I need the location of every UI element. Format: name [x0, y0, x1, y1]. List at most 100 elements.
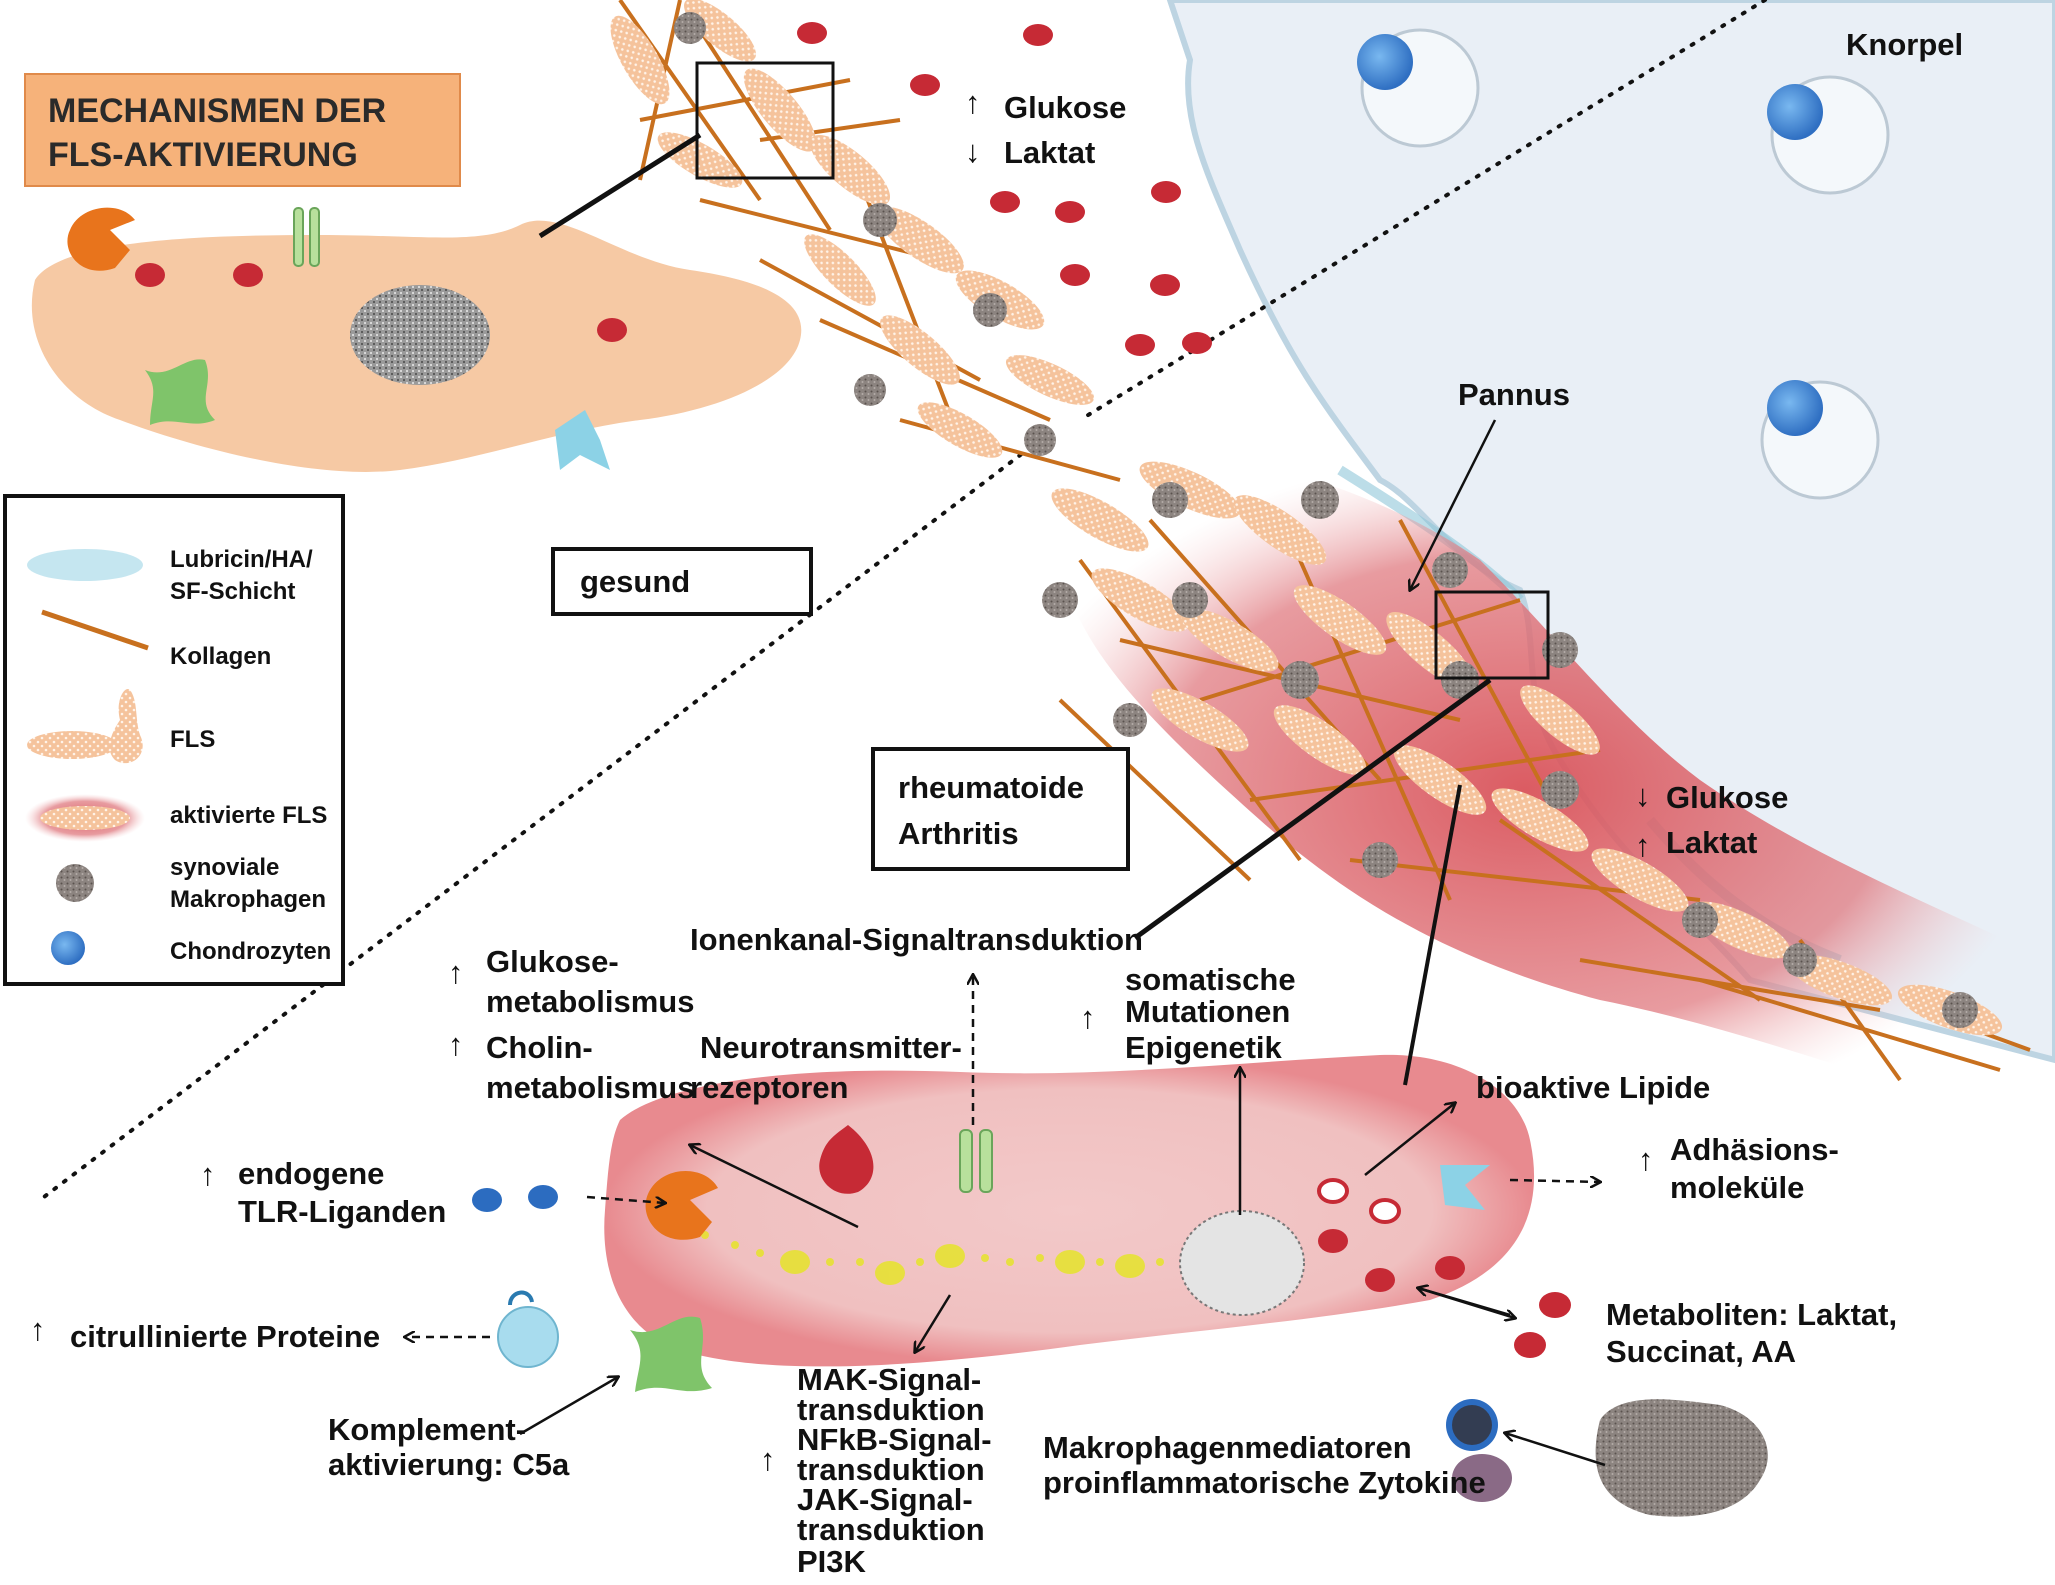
receptor-cyan-icon	[1440, 1165, 1490, 1210]
zoom-box-healthy	[695, 61, 835, 180]
arrow-metabolites-b	[1417, 1286, 1515, 1318]
arrow-adhesion	[1509, 1180, 1600, 1182]
pannus-arrow	[1410, 419, 1497, 590]
label-somatic-2: Mutationen	[1125, 994, 1290, 1029]
legend: Lubricin/HA/ SF-Schicht Kollagen FLS akt…	[3, 494, 345, 986]
label-signaling-3: NFkB-Signal-	[797, 1422, 992, 1457]
healthy-down-arrow: ↓	[965, 134, 981, 169]
fls-cell-icon	[27, 731, 117, 759]
lipid-vesicles	[1317, 1178, 1401, 1224]
legend-item-5-line2: Makrophagen	[170, 886, 326, 913]
legend-item-2: Kollagen	[170, 643, 271, 670]
chondrocyte-legend-icon	[51, 931, 85, 965]
metabolite-dots	[1514, 1292, 1571, 1358]
label-metabolites-2: Succinat, AA	[1606, 1334, 1796, 1369]
label-glucose-metab-1: Glukose-	[486, 944, 619, 979]
legend-item-3: FLS	[170, 726, 215, 753]
label-somatic-3: Epigenetik	[1125, 1030, 1283, 1065]
label-bioactive-lipids: bioaktive Lipide	[1476, 1070, 1710, 1105]
chondrocyte-icon	[1760, 380, 1880, 500]
label-knorpel: Knorpel	[1846, 27, 1963, 62]
ra-up-arrow: ↑	[1635, 828, 1651, 863]
healthy-up-arrow: ↑	[965, 85, 981, 120]
nucleus	[350, 285, 490, 385]
label-ra-line2: Arthritis	[898, 816, 1019, 851]
label-signaling-5: JAK-Signal-	[797, 1482, 973, 1517]
label-macrophage-2: proinflammatorische Zytokine	[1043, 1465, 1486, 1500]
collagen-fiber-icon	[41, 609, 149, 651]
macrophage-icon	[56, 864, 94, 902]
label-complement-1: Komplement-	[328, 1412, 526, 1447]
label-pannus: Pannus	[1458, 377, 1570, 412]
legend-item-5-line1: synoviale	[170, 854, 279, 881]
label-ion-channel: Ionenkanal-Signaltransduktion	[690, 922, 1143, 957]
zoom-connector	[538, 132, 702, 239]
title-line2: FLS-AKTIVIERUNG	[48, 136, 358, 174]
ra-lactate: Laktat	[1666, 825, 1757, 860]
title-box: MECHANISMEN DER FLS-AKTIVIERUNG	[24, 73, 461, 187]
receptor-cyan-icon	[555, 410, 610, 470]
ra-glucose: Glukose	[1666, 780, 1788, 815]
label-citrullinated: citrullinierte Proteine	[70, 1319, 380, 1354]
title-line1: MECHANISMEN DER	[48, 92, 386, 130]
label-signaling-6: transduktion	[797, 1512, 985, 1547]
label-neurotransmitter-1: Neurotransmitter-	[700, 1030, 962, 1065]
ion-channel-icon	[959, 1129, 993, 1193]
label-signaling-2: transduktion	[797, 1392, 985, 1427]
healthy-lactate: Laktat	[1004, 135, 1095, 170]
ra-down-arrow: ↓	[1635, 778, 1651, 813]
zoom-connector-ra	[1133, 677, 1492, 941]
activated-fls-cell	[604, 1054, 1535, 1392]
legend-item-4: aktivierte FLS	[170, 802, 327, 829]
arrow-ra-to-cartilage	[1403, 784, 1462, 1086]
arrow-macrophage	[1505, 1433, 1606, 1467]
label-somatic-1: somatische	[1125, 962, 1296, 997]
label-signaling-4: transduktion	[797, 1452, 985, 1487]
receptor-green-icon	[630, 1316, 712, 1392]
receptor-orange-icon	[67, 207, 135, 271]
label-signaling-7: PI3K	[797, 1544, 867, 1579]
label-macrophage-1: Makrophagenmediatoren	[1043, 1430, 1412, 1465]
nucleus	[1179, 1210, 1305, 1316]
up-arrow: ↑	[30, 1312, 46, 1347]
region-divider	[38, 438, 1042, 1202]
citrullinated-protein-icon	[497, 1290, 559, 1368]
ion-channel-icon	[293, 207, 320, 267]
arrow-signaling	[915, 1294, 952, 1352]
up-arrow: ↑	[760, 1442, 776, 1477]
zoom-box-ra	[1434, 590, 1550, 680]
label-glucose-metab-2: metabolismus	[486, 984, 694, 1019]
healthy-glucose: Glukose	[1004, 90, 1126, 125]
label-metabolites-1: Metaboliten: Laktat,	[1606, 1297, 1897, 1332]
region-divider	[1078, 0, 1767, 422]
ra-box: rheumatoide Arthritis	[871, 747, 1130, 871]
tlr-ligand-dots	[472, 1185, 558, 1212]
receptor-orange-icon	[645, 1170, 718, 1240]
cytokine-icons	[1446, 1399, 1512, 1502]
label-signaling-1: MAK-Signal-	[797, 1362, 981, 1397]
healthy-fls-cell	[31, 207, 802, 472]
chondrocyte-icon	[1357, 28, 1480, 148]
fls-cell-icon-2	[109, 689, 143, 764]
legend-item-1-line1: Lubricin/HA/	[170, 546, 313, 573]
arrow-complement	[519, 1377, 618, 1436]
up-arrow: ↑	[448, 1027, 464, 1062]
label-complement-2: aktivierung: C5a	[328, 1447, 570, 1482]
up-arrow: ↑	[1080, 1000, 1096, 1035]
activated-synovium	[1000, 450, 2050, 1131]
receptor-green-icon	[145, 359, 215, 425]
label-gesund: gesund	[580, 564, 690, 599]
legend-item-6: Chondrozyten	[170, 938, 331, 965]
healthy-synovium	[610, 0, 1121, 482]
label-choline-metab-2: metabolismus	[486, 1070, 694, 1105]
up-arrow: ↑	[448, 955, 464, 990]
arrow-lipids	[1364, 1103, 1455, 1176]
label-tlr-2: TLR-Liganden	[238, 1194, 446, 1229]
chondrocyte-icon	[1767, 75, 1890, 195]
label-adhesion-2: moleküle	[1670, 1170, 1804, 1205]
red-metabolites	[797, 22, 1212, 356]
label-choline-metab-1: Cholin-	[486, 1030, 593, 1065]
gesund-box: gesund	[551, 547, 813, 616]
label-ra-line1: rheumatoide	[898, 770, 1084, 805]
receptor-drop-icon	[819, 1125, 874, 1194]
